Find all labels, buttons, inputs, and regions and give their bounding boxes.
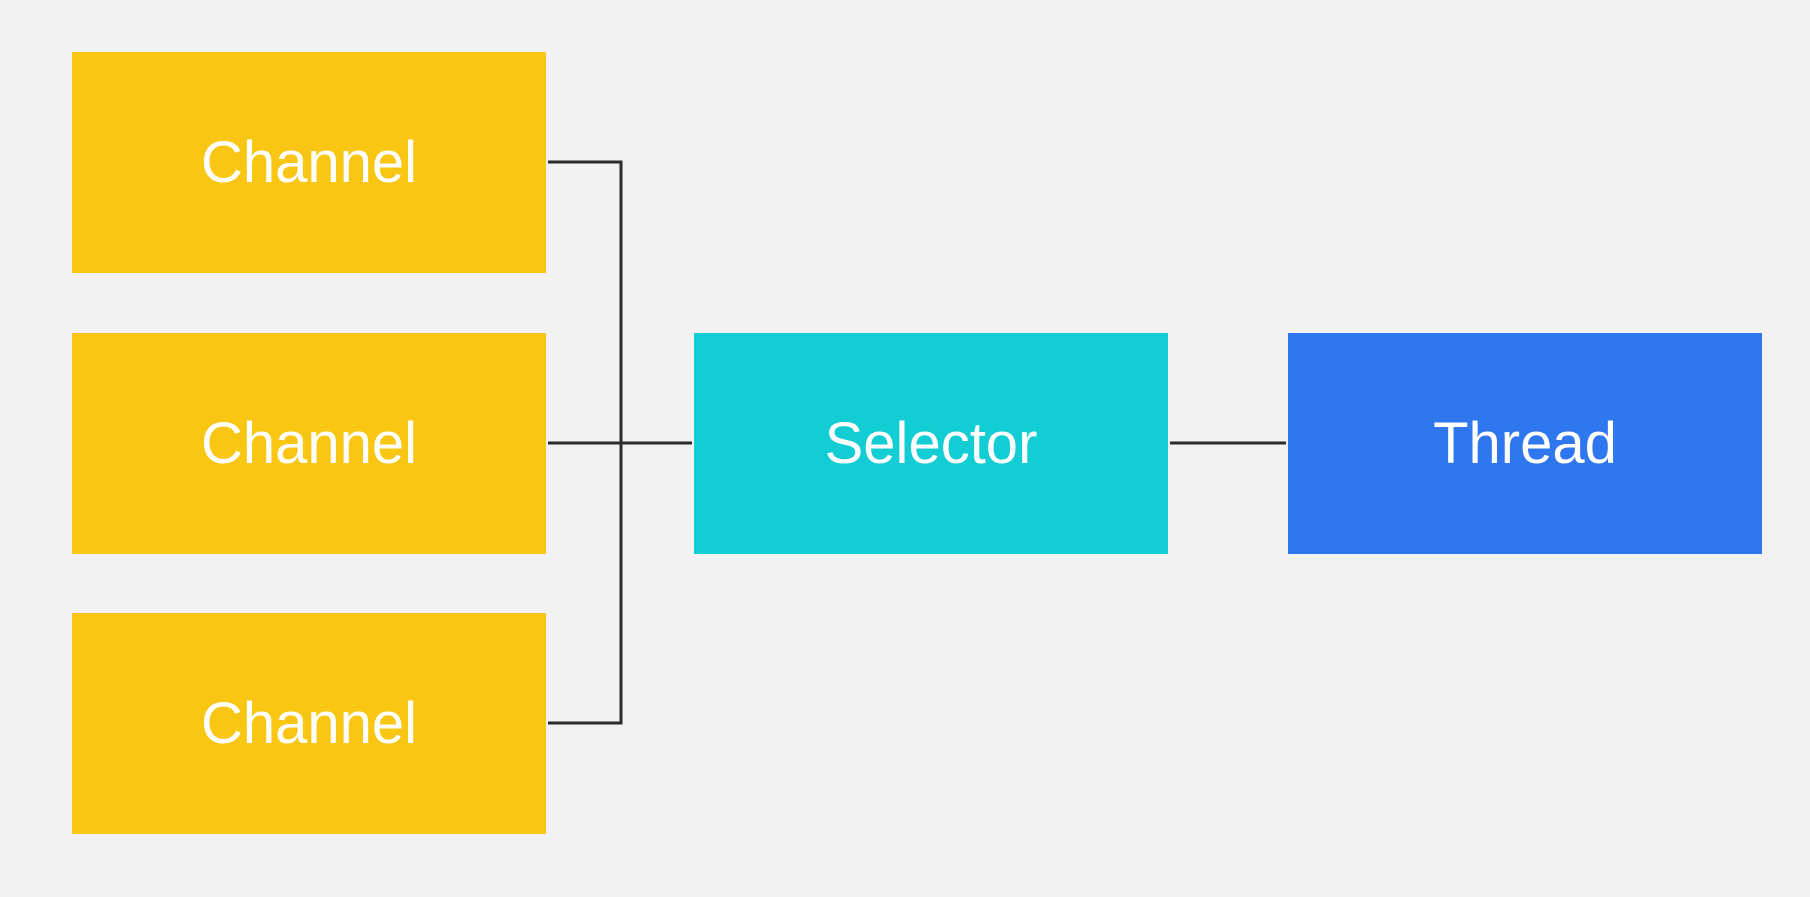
- channel-label-1: Channel: [200, 130, 418, 195]
- channel-label-3: Channel: [200, 691, 418, 756]
- channel-node-2: Channel: [72, 333, 546, 554]
- selector-node: Selector: [694, 333, 1168, 554]
- channel-node-3: Channel: [72, 613, 546, 834]
- channel-node-1: Channel: [72, 52, 546, 273]
- thread-node: Thread: [1288, 333, 1762, 554]
- thread-label: Thread: [1433, 411, 1617, 476]
- connector-channel-1: [548, 160, 623, 443]
- selector-label: Selector: [824, 411, 1038, 476]
- connector-group: [548, 160, 1286, 725]
- channel-label-2: Channel: [200, 411, 418, 476]
- connector-channel-3: [548, 443, 623, 725]
